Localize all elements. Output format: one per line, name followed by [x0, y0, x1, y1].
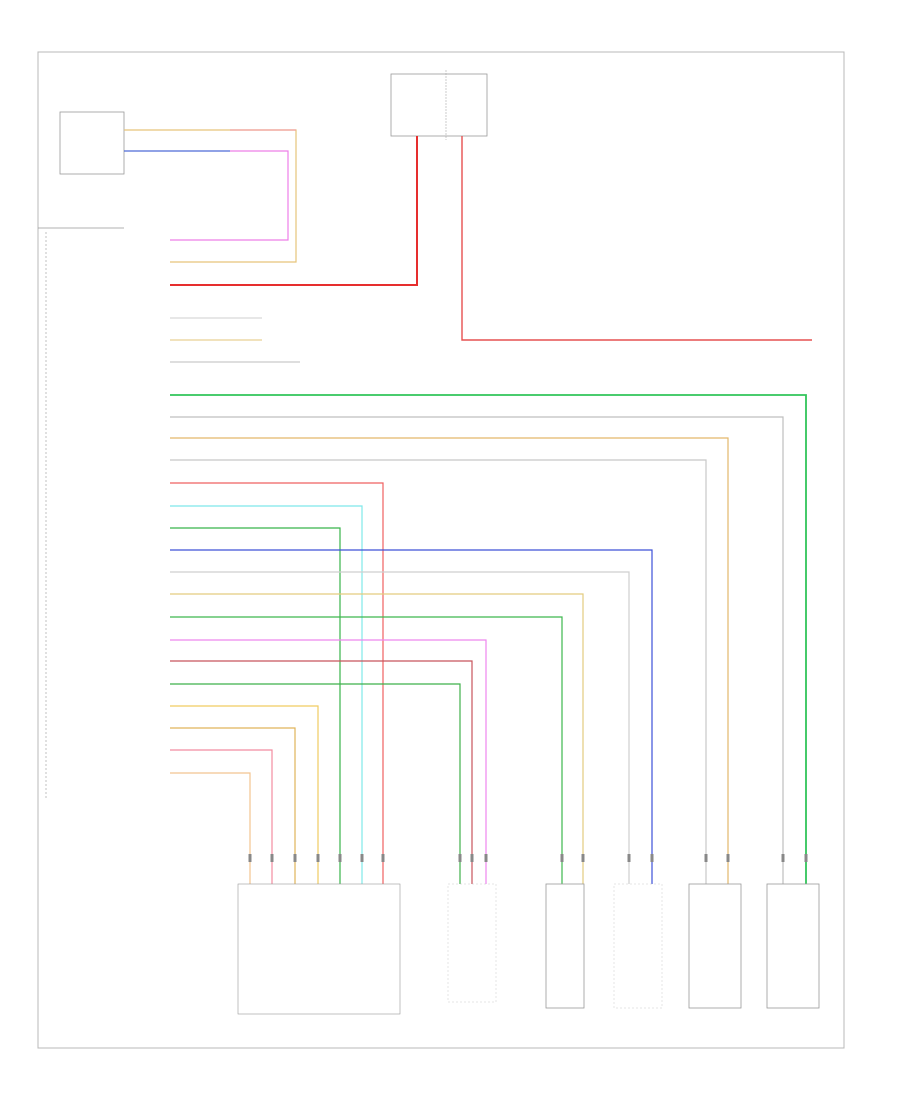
pin-wire-15	[170, 705, 319, 884]
pin-wire-7	[170, 527, 341, 884]
pin-terminal-14	[458, 854, 462, 862]
pin-wire-14	[170, 683, 461, 884]
pin-wire-11	[170, 616, 563, 884]
diagram-border	[37, 51, 845, 1049]
seat-switch-box	[59, 111, 125, 175]
pin-terminal-10	[581, 854, 585, 862]
wire-power-red-long	[461, 136, 812, 341]
pin-terminal-11	[560, 854, 564, 862]
pin-terminal-15	[316, 854, 320, 862]
wire-switch-2b	[170, 150, 289, 241]
pin-terminal-2	[781, 854, 785, 862]
pin-wire-17	[170, 749, 273, 884]
pin-terminal-4	[704, 854, 708, 862]
pin-terminal-12	[484, 854, 488, 862]
pin-terminal-6	[360, 854, 364, 862]
pin-wire-16	[170, 727, 296, 884]
pin-wire-18	[170, 772, 251, 884]
pin-terminal-16	[293, 854, 297, 862]
pin-terminal-7	[338, 854, 342, 862]
component-box-5	[688, 883, 742, 1009]
wire-power-red	[170, 136, 418, 286]
pin-wire-1	[170, 394, 807, 884]
fuse-box	[390, 73, 488, 137]
pin-wire-3	[170, 437, 729, 884]
pin-terminal-18	[248, 854, 252, 862]
pin-terminal-5	[381, 854, 385, 862]
pin-wire-6	[170, 505, 363, 884]
pin-terminal-13	[470, 854, 474, 862]
component-box-3	[545, 883, 585, 1009]
pin-wire-4	[170, 459, 707, 884]
wire-switch-1	[124, 129, 297, 263]
bottom-component-group	[237, 883, 820, 1015]
pin-terminal-17	[270, 854, 274, 862]
pin-terminal-1	[804, 854, 808, 862]
pin-wire-5	[170, 482, 384, 884]
pin-wire-12	[170, 639, 487, 884]
pin-wire-9	[170, 571, 630, 884]
pin-terminal-8	[650, 854, 654, 862]
pin-terminal-3	[726, 854, 730, 862]
component-box-6	[766, 883, 820, 1009]
component-box-4	[613, 883, 663, 1009]
pin-wire-2	[170, 416, 784, 884]
pin-wire-10	[170, 593, 584, 884]
component-box-1	[237, 883, 401, 1015]
pin-wire-8	[170, 549, 653, 884]
pin-wire-group	[170, 394, 808, 884]
pin-terminal-9	[627, 854, 631, 862]
component-box-2	[447, 883, 497, 1003]
pin-wire-13	[170, 660, 473, 884]
